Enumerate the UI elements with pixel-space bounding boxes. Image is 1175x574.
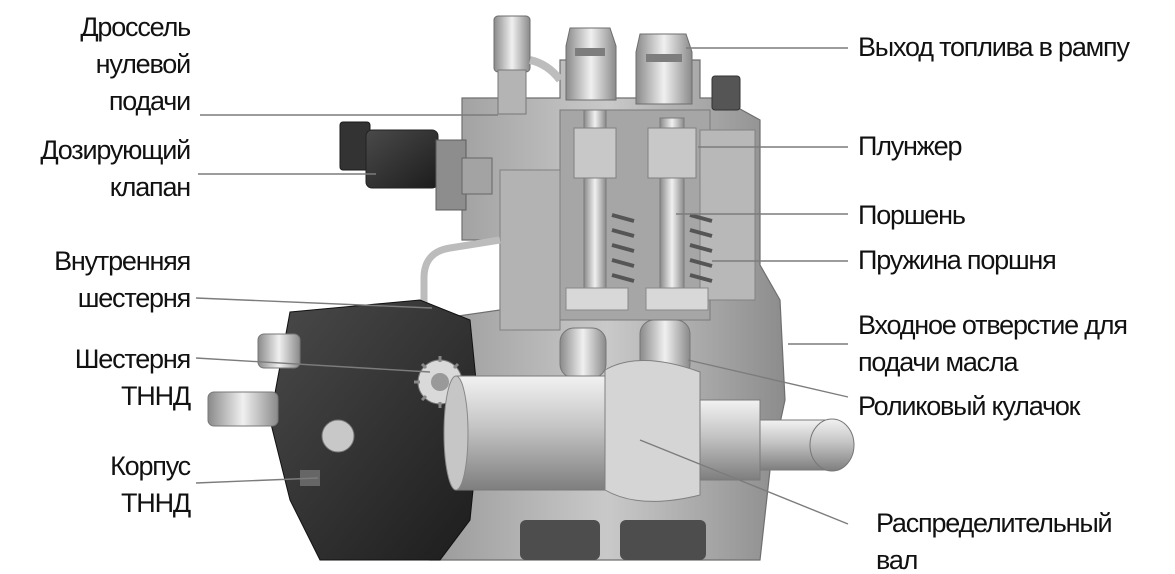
label-camshaft: Распределительный вал	[876, 508, 1113, 574]
label-metering-valve: Дозирующий клапан	[40, 135, 191, 202]
leader-lines	[195, 47, 849, 525]
label-piston-spring: Пружина поршня	[858, 245, 1057, 275]
label-piston: Поршень	[858, 200, 966, 230]
label-plunger: Плунжер	[858, 131, 962, 161]
leader-roller-cam	[687, 359, 849, 398]
fuel-line	[420, 236, 501, 310]
fuel-outlet-fittings	[565, 27, 693, 105]
leader-tnnd-housing	[195, 477, 319, 484]
label-tnnd-gear: Шестерня ТННД	[74, 344, 191, 411]
leader-tnnd-gear	[195, 357, 431, 373]
label-throttle: Дроссель нулевой подачи	[80, 12, 191, 116]
leader-camshaft	[639, 439, 849, 525]
label-tnnd-housing: Корпус ТННД	[110, 451, 191, 518]
plunger-assemblies	[565, 109, 713, 311]
label-fuel-outlet: Выход топлива в рампу	[858, 32, 1130, 62]
metering-valve-body	[339, 121, 493, 211]
label-oil-inlet: Входное отверстие для подачи масла	[858, 310, 1128, 377]
leader-internal-gear	[195, 297, 433, 309]
camshaft-body	[443, 359, 855, 502]
label-roller-cam: Роликовый кулачок	[858, 391, 1080, 421]
throttle-fitting	[493, 15, 741, 115]
pump-feet	[520, 520, 706, 560]
inlet-fittings	[207, 333, 301, 427]
label-internal-gear: Внутренняя шестерня	[54, 246, 191, 313]
